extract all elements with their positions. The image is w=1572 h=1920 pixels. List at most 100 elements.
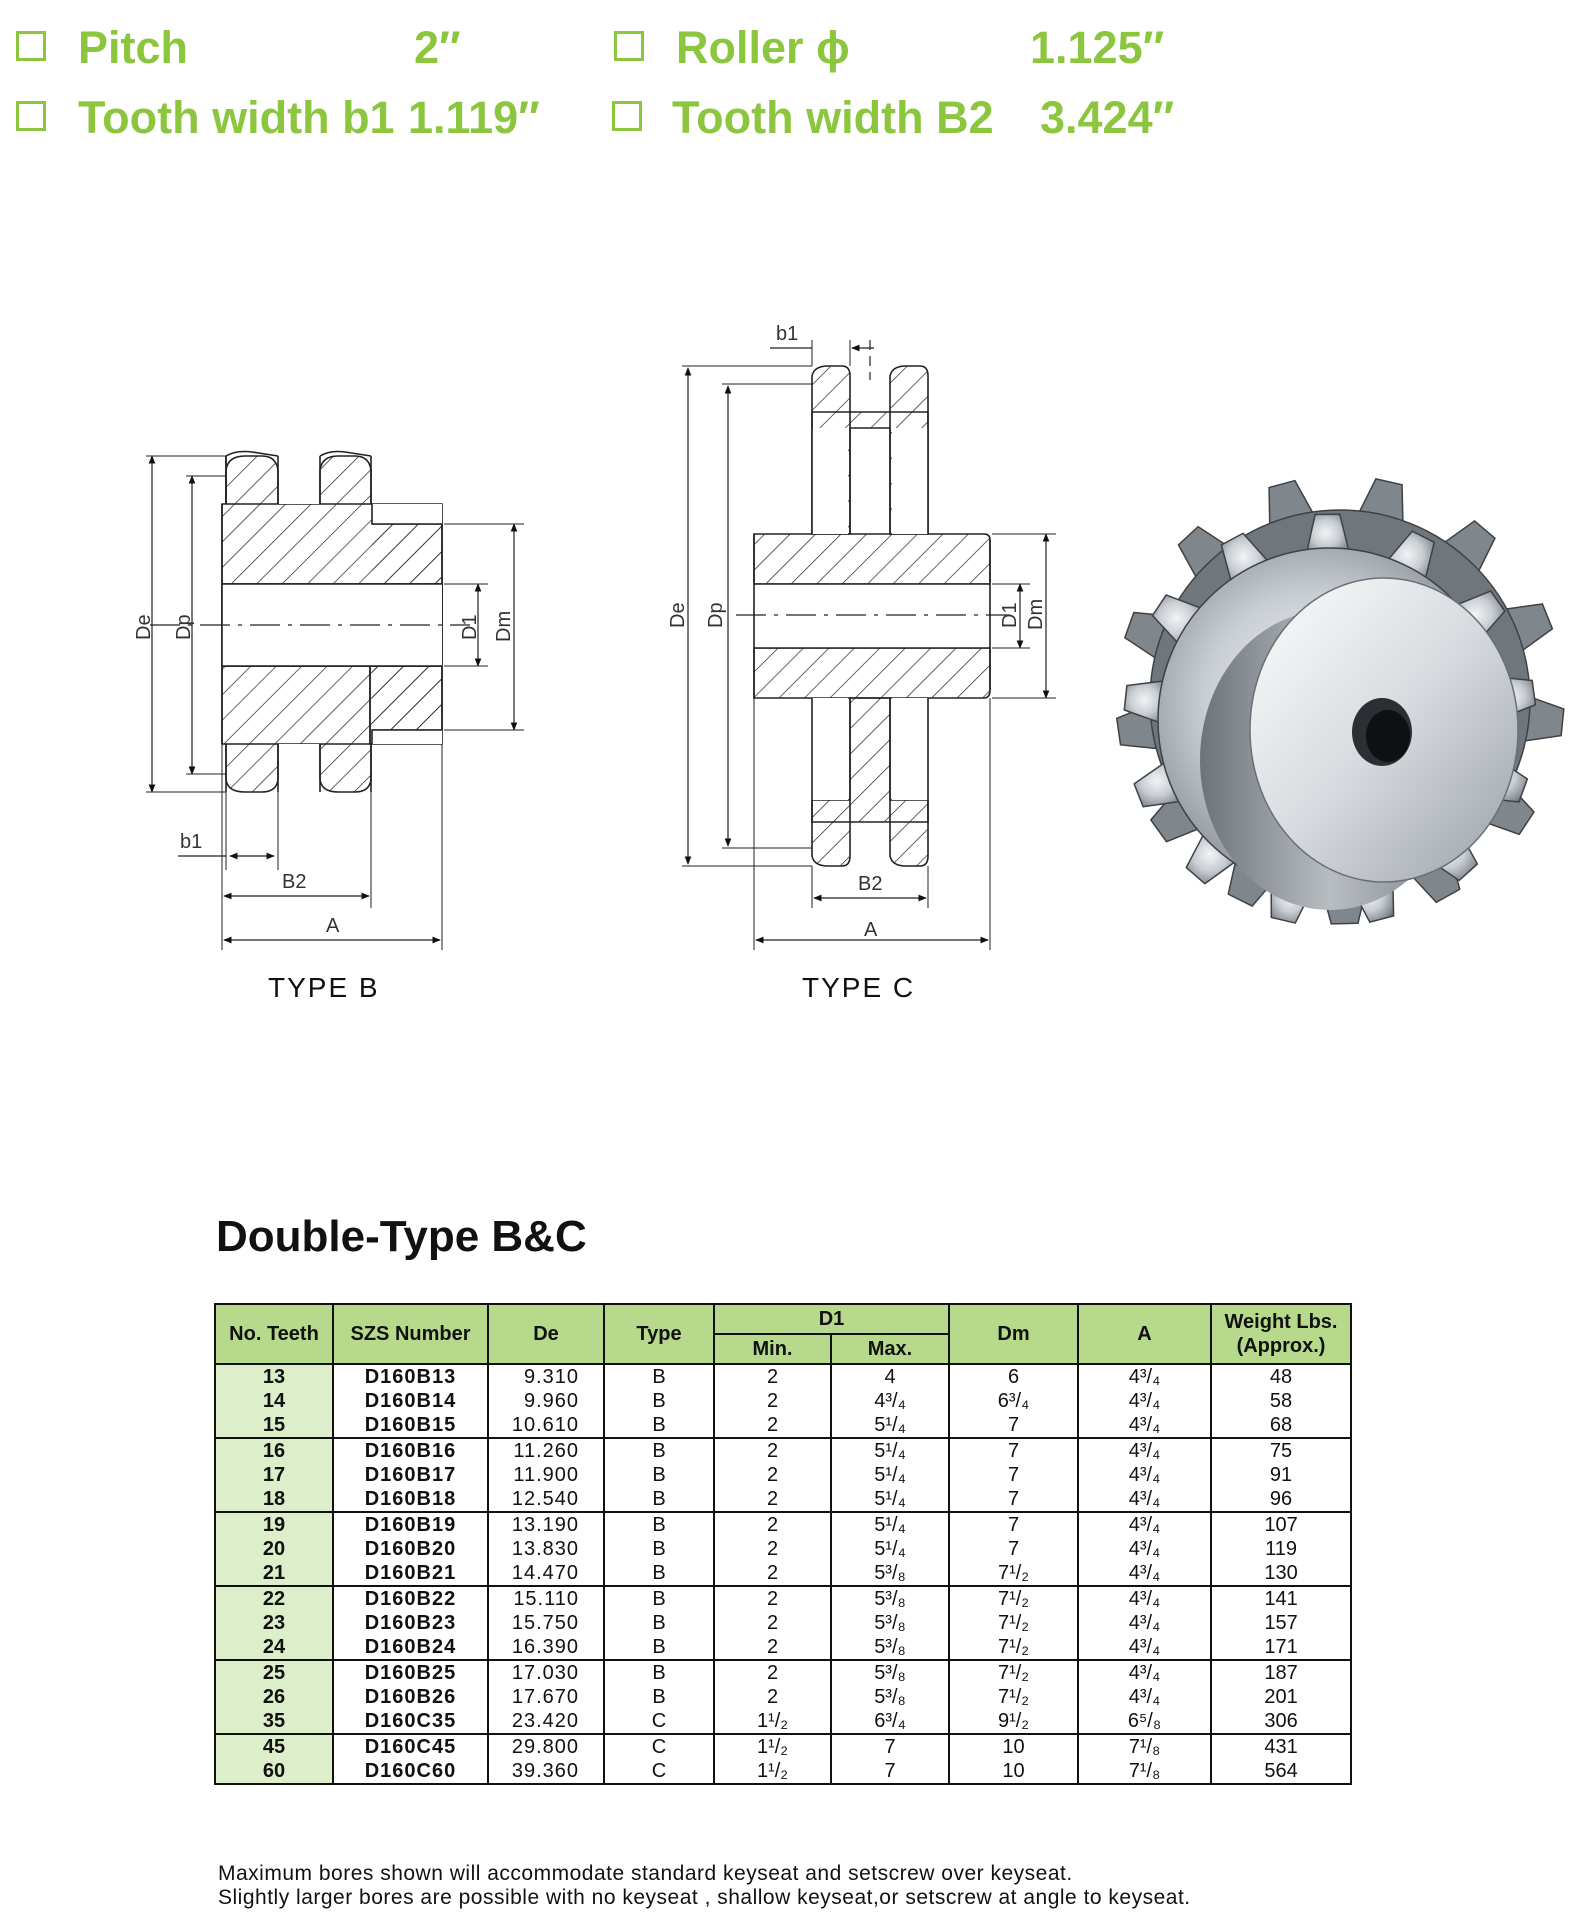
table-cell: 15	[214, 1413, 334, 1438]
tooth-b1-label: Tooth width b1	[78, 92, 395, 143]
table-cell: B	[603, 1611, 715, 1635]
table-cell: 5¹/₄	[829, 1511, 951, 1537]
table-cell: 4³/₄	[1077, 1363, 1213, 1389]
table-cell: 7¹/₈	[1077, 1733, 1213, 1759]
table-cell: 1¹/₂	[713, 1733, 832, 1759]
table-cell: D160B22	[332, 1585, 489, 1611]
table-cell: 7¹/₂	[948, 1585, 1080, 1611]
table-cell: D160C45	[332, 1733, 489, 1759]
table-cell: 564	[1210, 1759, 1353, 1785]
table-cell: D160C60	[332, 1759, 489, 1785]
table-cell: B	[603, 1413, 715, 1438]
pitch-checkbox[interactable]	[16, 31, 46, 61]
type-b-drawing	[146, 450, 524, 950]
table-cell: 7	[948, 1487, 1080, 1512]
table-cell: 16	[214, 1437, 334, 1463]
table-cell: D160B18	[332, 1487, 489, 1512]
table-cell: B	[603, 1389, 715, 1413]
table-cell: 306	[1210, 1709, 1353, 1734]
table-cell: 5¹/₄	[829, 1537, 951, 1561]
table-cell: 107	[1210, 1511, 1353, 1537]
table-cell: D160B14	[332, 1389, 489, 1413]
type-b-dm-label: Dm	[493, 611, 515, 642]
table-cell: 10	[948, 1759, 1080, 1785]
table-cell: D160B23	[332, 1611, 489, 1635]
table-cell: 17.030	[487, 1659, 605, 1685]
table-cell: B	[603, 1437, 715, 1463]
table-cell: B	[603, 1463, 715, 1487]
type-c-caption: TYPE C	[802, 972, 916, 1003]
table-cell: 4³/₄	[1077, 1511, 1213, 1537]
table-cell: 2	[713, 1413, 832, 1438]
table-cell: D160B13	[332, 1363, 489, 1389]
table-cell: 4³/₄	[829, 1389, 951, 1413]
table-cell: 10.610	[487, 1413, 605, 1438]
table-cell: B	[603, 1659, 715, 1685]
table-cell: 39.360	[487, 1759, 605, 1785]
table-cell: 2	[713, 1437, 832, 1463]
table-cell: 11.900	[487, 1463, 605, 1487]
type-b-b2-label: B2	[282, 871, 306, 893]
table-cell: 25	[214, 1659, 334, 1685]
table-cell: 68	[1210, 1413, 1353, 1438]
table-cell: 4³/₄	[1077, 1685, 1213, 1709]
pitch-value: 2″	[414, 22, 461, 73]
table-cell: 23.420	[487, 1709, 605, 1734]
sprocket-photo-icon	[1115, 478, 1565, 925]
table-cell: B	[603, 1363, 715, 1389]
type-b-d1-label: D1	[459, 614, 481, 640]
table-cell: 14.470	[487, 1561, 605, 1586]
tooth-b1-checkbox[interactable]	[16, 101, 46, 131]
table-cell: 12.540	[487, 1487, 605, 1512]
table-cell: 5³/₈	[829, 1685, 951, 1709]
table-cell: 5¹/₄	[829, 1437, 951, 1463]
roller-value: 1.125″	[1030, 22, 1165, 73]
table-cell: 7	[948, 1413, 1080, 1438]
technical-drawings: De Dp D1 Dm b1 B2 A	[133, 323, 1565, 950]
roller-checkbox[interactable]	[614, 31, 644, 61]
header-de: De	[487, 1303, 605, 1365]
table-cell: 157	[1210, 1611, 1353, 1635]
table-cell: 5³/₈	[829, 1659, 951, 1685]
table-cell: 23	[214, 1611, 334, 1635]
table-cell: 15.750	[487, 1611, 605, 1635]
table-cell: 4³/₄	[1077, 1413, 1213, 1438]
table-cell: 22	[214, 1585, 334, 1611]
table-cell: 15.110	[487, 1585, 605, 1611]
table-cell: 4³/₄	[1077, 1537, 1213, 1561]
tooth-b2-label: Tooth width B2	[672, 92, 994, 143]
header-type: Type	[603, 1303, 715, 1365]
table-cell: 5³/₈	[829, 1561, 951, 1586]
table-cell: 7	[948, 1511, 1080, 1537]
tooth-b2-checkbox[interactable]	[612, 101, 642, 131]
table-cell: 5³/₈	[829, 1635, 951, 1660]
type-b-de-label: De	[133, 614, 155, 640]
table-cell: D160B25	[332, 1659, 489, 1685]
table-cell: 35	[214, 1709, 334, 1734]
table-cell: 13.830	[487, 1537, 605, 1561]
table-cell: 2	[713, 1389, 832, 1413]
type-c-de-label: De	[667, 602, 689, 628]
table-cell: 6⁵/₈	[1077, 1709, 1213, 1734]
table-cell: 5¹/₄	[829, 1413, 951, 1438]
table-cell: 9.310	[487, 1363, 605, 1389]
table-cell: 4³/₄	[1077, 1659, 1213, 1685]
table-cell: 2	[713, 1585, 832, 1611]
table-cell: B	[603, 1635, 715, 1660]
table-cell: 4³/₄	[1077, 1635, 1213, 1660]
table-cell: 21	[214, 1561, 334, 1586]
table-cell: 6³/₄	[829, 1709, 951, 1734]
table-cell: 75	[1210, 1437, 1353, 1463]
table-cell: 6³/₄	[948, 1389, 1080, 1413]
table-cell: 26	[214, 1685, 334, 1709]
table-cell: B	[603, 1685, 715, 1709]
